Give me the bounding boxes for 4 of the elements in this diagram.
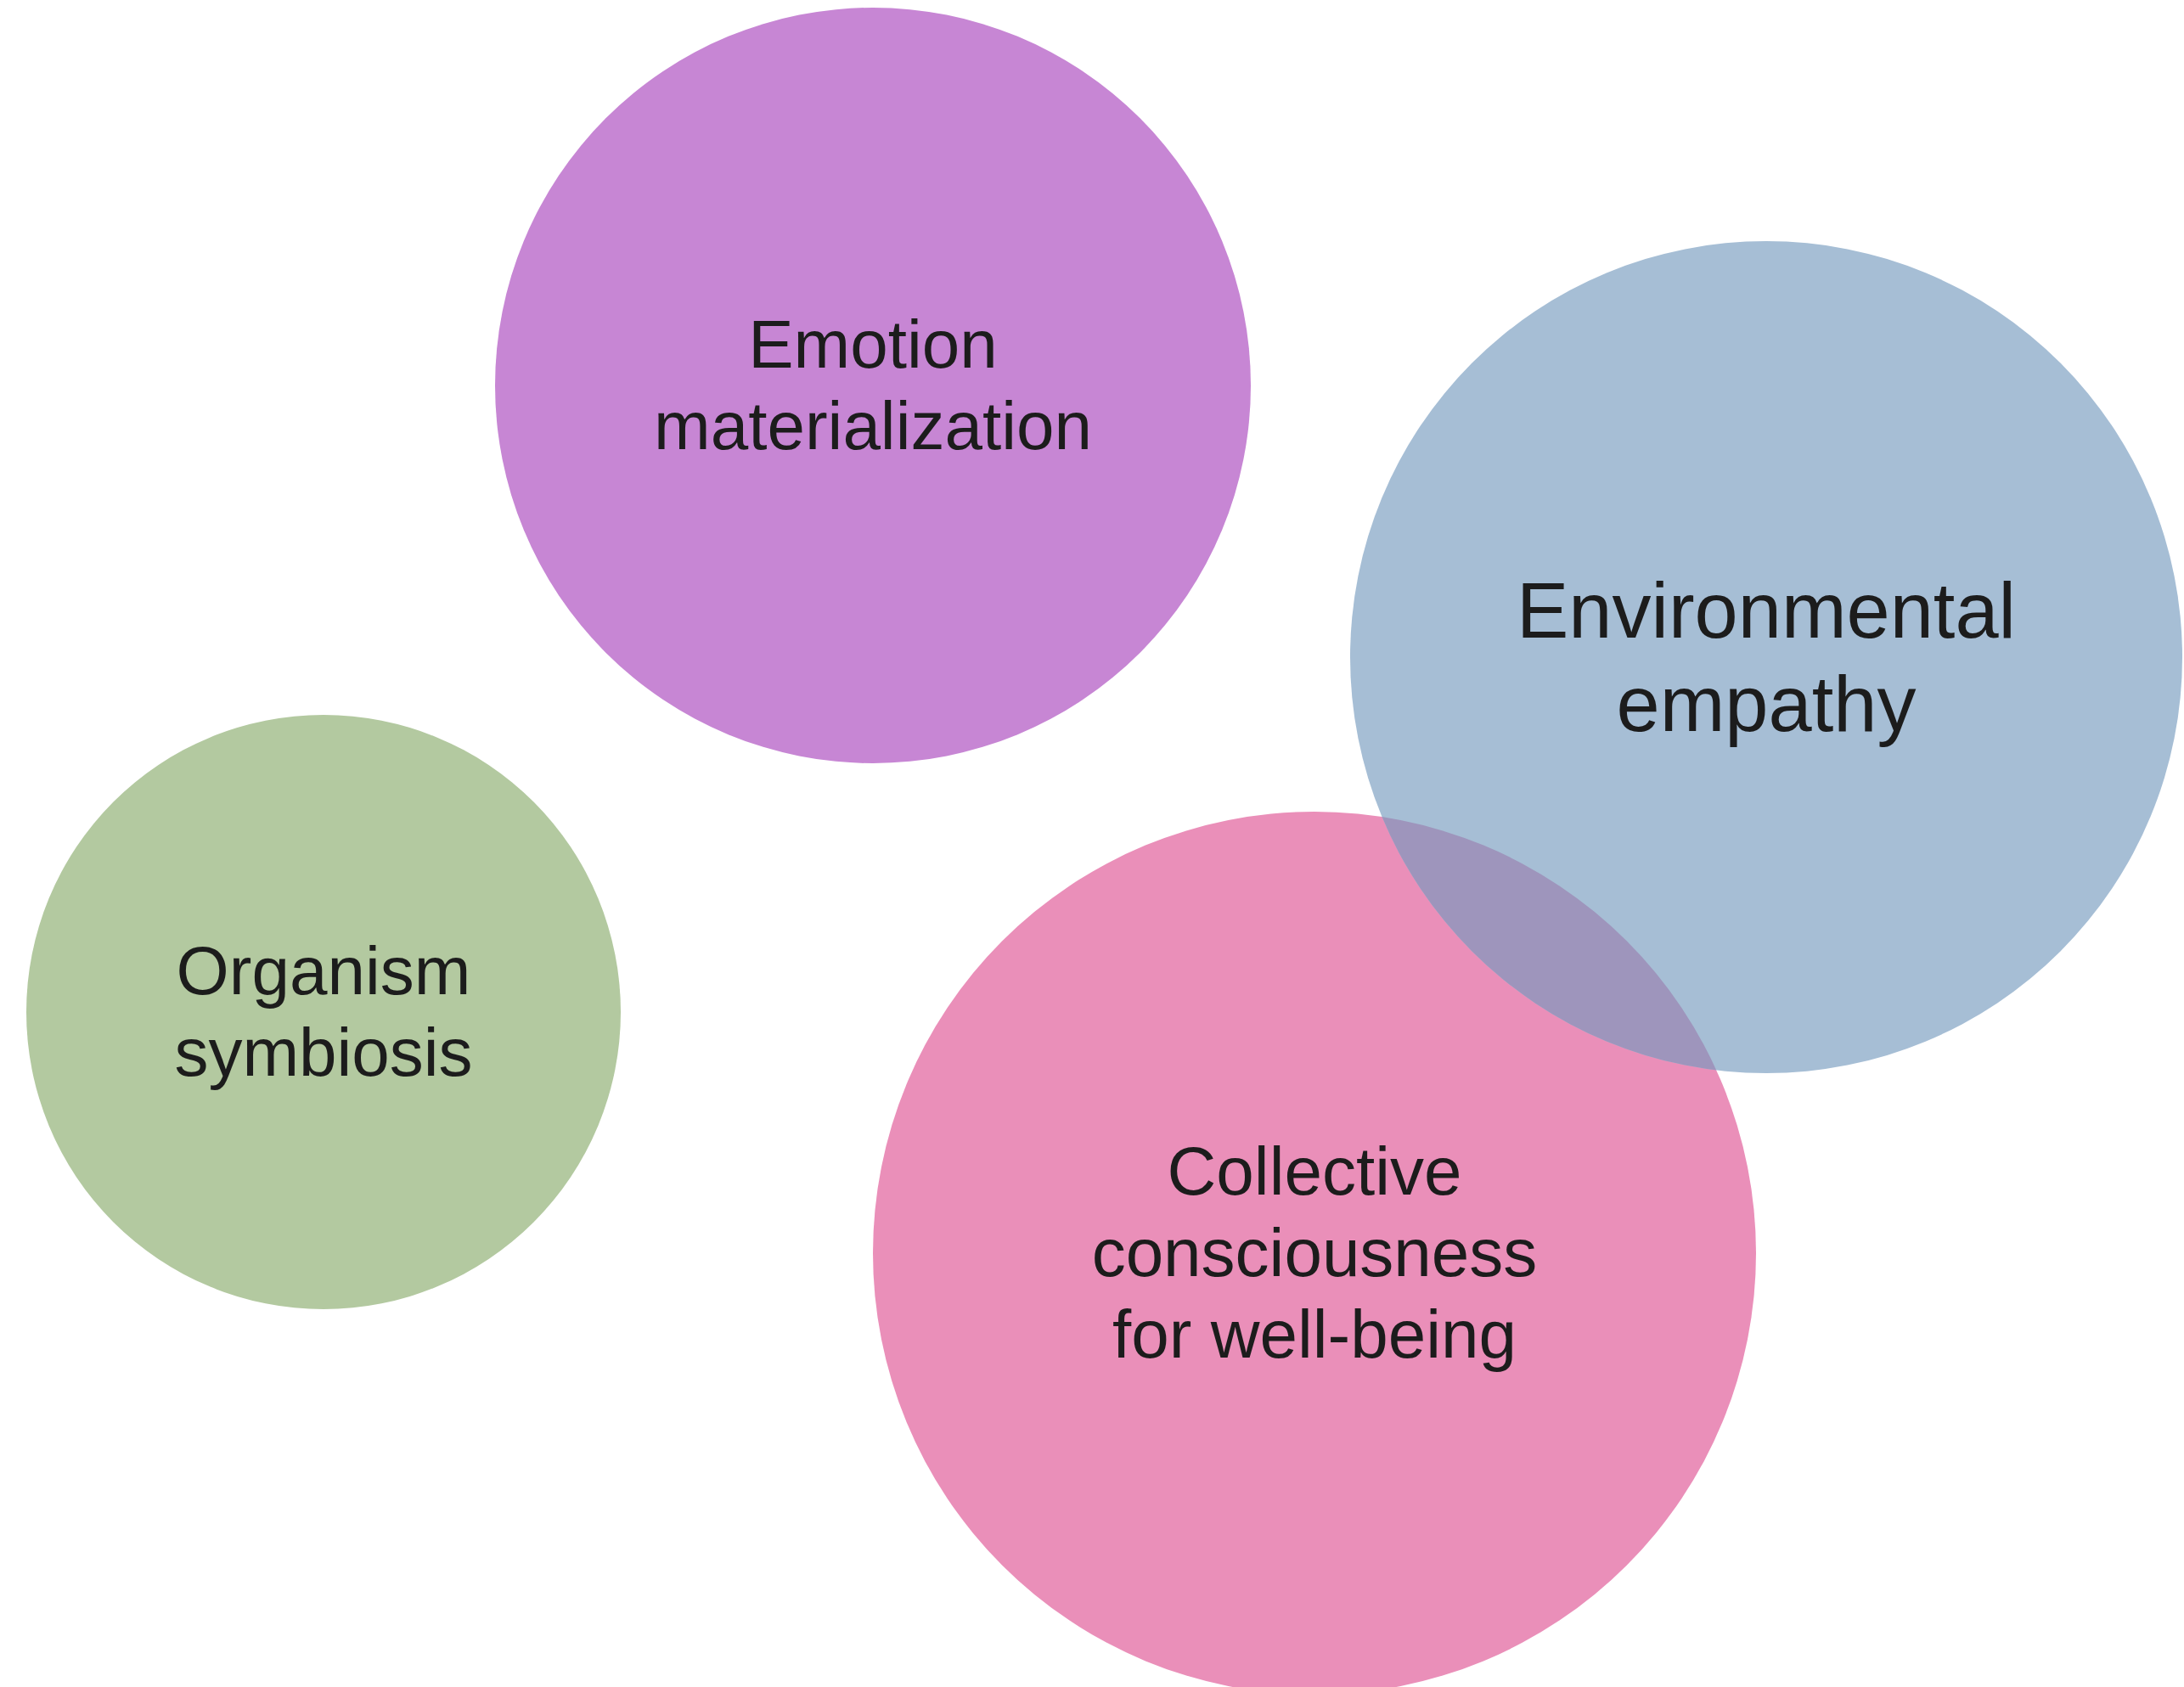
topic-label: Organism symbiosis: [173, 932, 474, 1092]
topic-label: Emotion materialization: [653, 306, 1093, 465]
topic-label: Environmental empathy: [1515, 565, 2018, 749]
topic-label: Collective consciousness for well-being: [1090, 1133, 1539, 1374]
